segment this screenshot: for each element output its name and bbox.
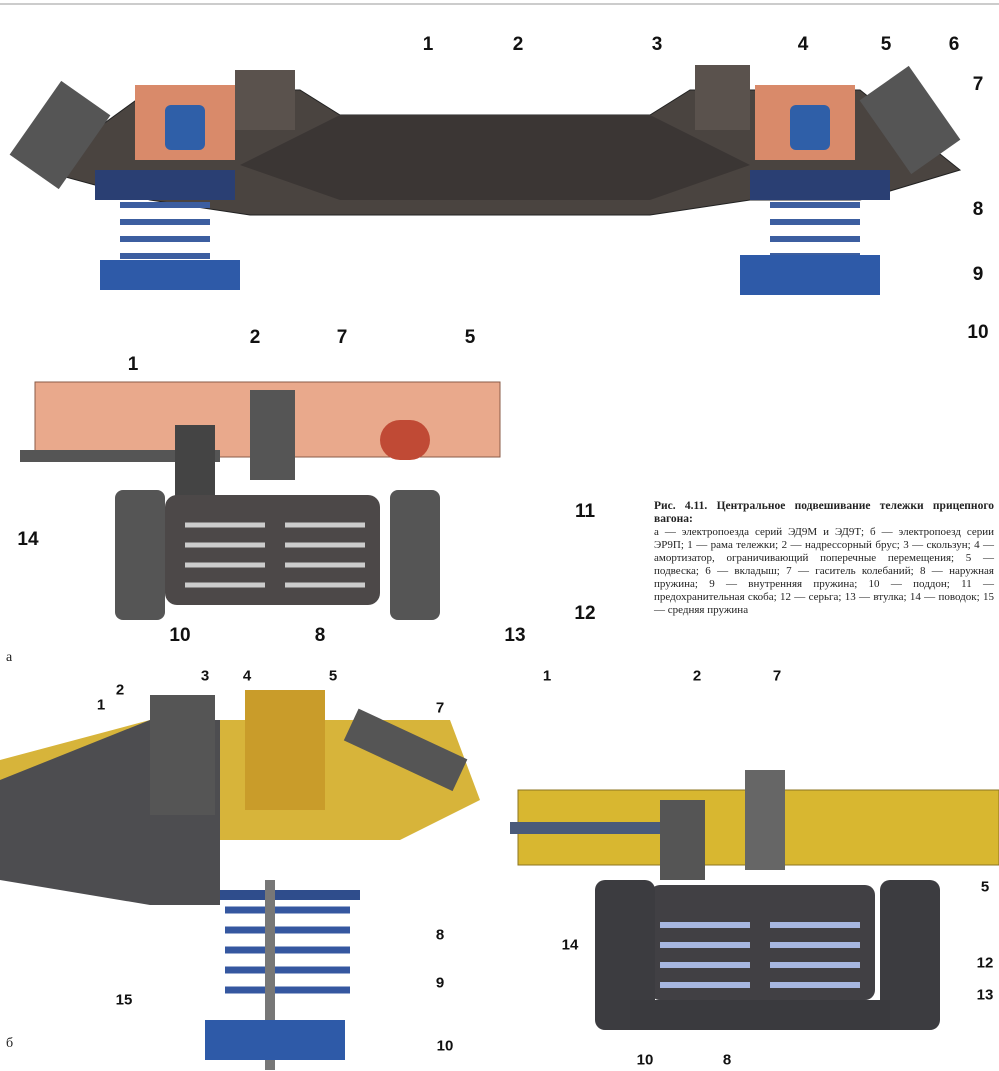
callout-label: 5 (880, 34, 892, 55)
figure-caption: Рис. 4.11. Центральное подвешивание теле… (654, 500, 994, 617)
callout-label: 7 (972, 74, 984, 95)
callout-label: 8 (314, 625, 326, 646)
figure-b-left-illustration (0, 690, 480, 1070)
callout-label: 1 (127, 354, 139, 375)
figure-a-illustration (20, 381, 501, 620)
callout-label: 10 (436, 1037, 454, 1055)
callout-label: 10 (169, 625, 191, 646)
callout-label: 2 (115, 681, 125, 699)
callout-label: 12 (976, 954, 994, 972)
callout-label: 7 (336, 327, 348, 348)
callout-label: 6 (948, 34, 960, 55)
callout-label: 5 (464, 327, 476, 348)
figure-b-right-illustration (510, 770, 999, 1030)
callout-label: 4 (242, 667, 252, 685)
callout-label: 15 (115, 991, 133, 1009)
callout-label: 5 (980, 878, 990, 896)
callout-label: 2 (512, 34, 524, 55)
callout-label: 3 (651, 34, 663, 55)
callout-label: 4 (797, 34, 809, 55)
callout-label: 14 (17, 529, 39, 550)
callout-label: 9 (972, 264, 984, 285)
callout-label: 2 (692, 667, 702, 685)
callout-label: 5 (328, 667, 338, 685)
callout-label: 2 (249, 327, 261, 348)
callout-label: 10 (636, 1051, 654, 1069)
callout-label: 13 (504, 625, 526, 646)
callout-label: 1 (96, 696, 106, 714)
callout-label: 14 (561, 936, 579, 954)
callout-label: 11 (574, 501, 596, 522)
callout-label: 7 (772, 667, 782, 685)
callout-label: 10 (967, 322, 989, 343)
callout-label: 13 (976, 986, 994, 1004)
callout-label: 1 (422, 34, 434, 55)
callout-label: 1 (542, 667, 552, 685)
figure-a-sublabel: а (6, 650, 13, 665)
figure-b-sublabel: б (6, 1036, 14, 1051)
caption-body: а — электропоезда серий ЭД9М и ЭД9Т; б —… (654, 526, 994, 616)
callout-label: 7 (435, 699, 445, 717)
caption-title: Рис. 4.11. Центральное подвешивание теле… (654, 500, 994, 525)
callout-label: 9 (435, 974, 445, 992)
callout-label: 8 (435, 926, 445, 944)
callout-label: 3 (200, 667, 210, 685)
callout-label: 12 (574, 603, 596, 624)
callout-label: 8 (972, 199, 984, 220)
callout-label: 8 (722, 1051, 732, 1069)
top-bolster-illustration (9, 65, 962, 295)
